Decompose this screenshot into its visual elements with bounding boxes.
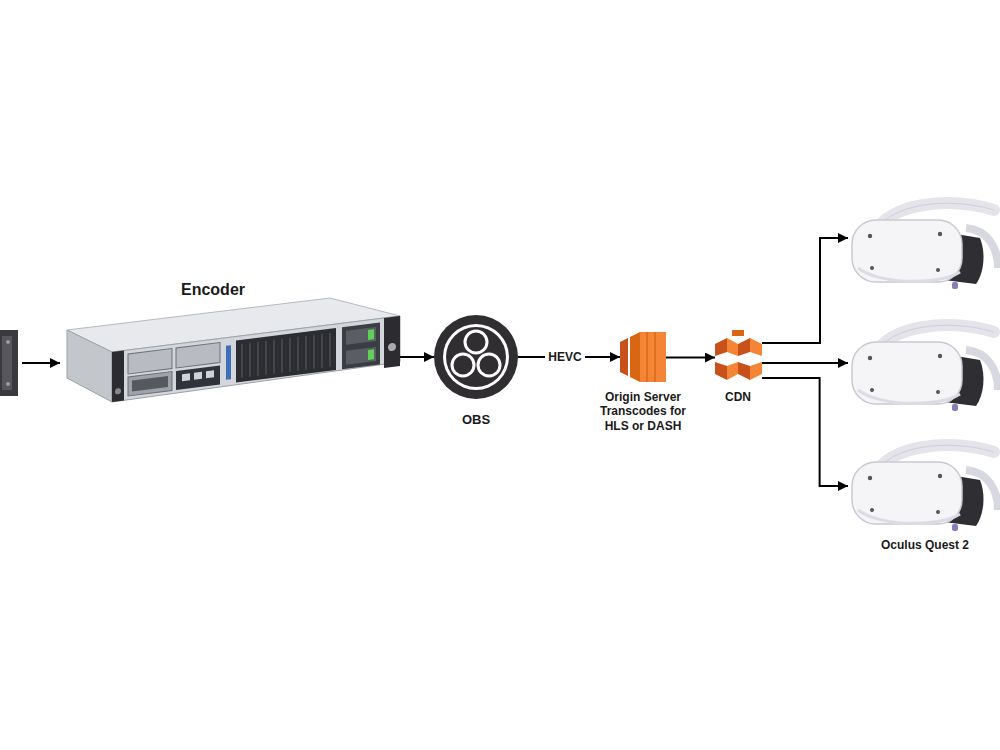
vr-headset [852, 203, 998, 289]
node-label: Encoder [181, 280, 245, 299]
flow-arrow [666, 357, 715, 359]
flow-arrow [762, 378, 848, 486]
origin-server-box: Origin Server Transcodes for HLS or DASH [620, 332, 666, 382]
origin-server-icon [620, 332, 666, 382]
rack-ear-face [2, 336, 12, 390]
node-label: CDN [725, 390, 751, 404]
obs-circle: OBS [434, 315, 518, 399]
branch-arrow [762, 238, 848, 343]
node-label: Oculus Quest 2 [881, 538, 969, 552]
cdn-box: CDN [715, 336, 762, 380]
node-label: OBS [462, 412, 490, 428]
branch-arrow [762, 362, 848, 364]
edge-label: HEVC [545, 349, 584, 365]
node-label: Origin Server Transcodes for HLS or DASH [587, 390, 699, 433]
vr-headset [852, 445, 998, 531]
flow-arrow [400, 356, 434, 358]
vr-headset [852, 325, 998, 411]
encoder-box: Encoder [65, 298, 400, 416]
rack-ear [0, 330, 18, 396]
cdn-icon [715, 330, 762, 380]
input-arrow [22, 362, 60, 364]
obs-logo [434, 315, 518, 399]
headset-box: Oculus Quest 2 [848, 440, 998, 532]
server-illustration [67, 298, 400, 402]
